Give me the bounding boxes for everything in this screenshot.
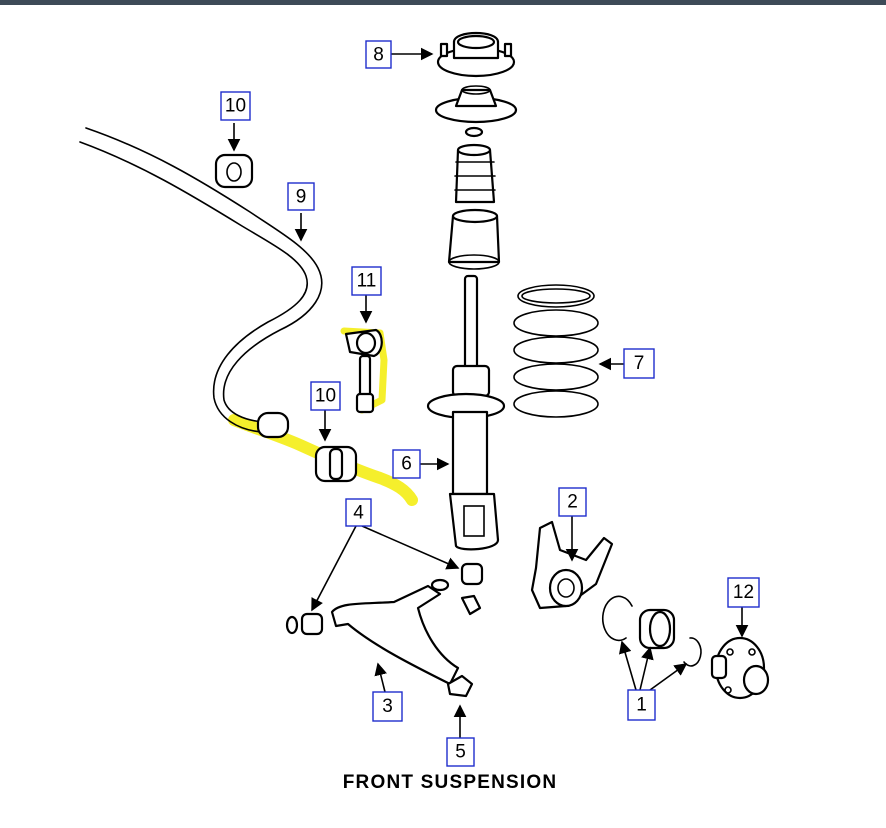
callout-4: 4	[345, 498, 372, 527]
wheel-hub	[710, 636, 770, 700]
callout-3: 3	[372, 691, 403, 722]
control-arm	[330, 578, 460, 686]
svg-text:3: 3	[382, 696, 393, 717]
svg-text:5: 5	[455, 742, 466, 763]
callout-2: 2	[558, 487, 587, 517]
ball-joint	[446, 674, 474, 698]
strut-assembly	[426, 274, 506, 551]
callout-12: 12	[727, 577, 760, 608]
callout-10-upper: 10	[220, 91, 251, 121]
spring-seat	[434, 85, 518, 124]
control-arm-bushings	[285, 562, 484, 636]
stabilizer-bar-end-bushing	[256, 411, 290, 439]
svg-text:7: 7	[634, 353, 645, 374]
svg-text:6: 6	[401, 454, 412, 475]
svg-text:2: 2	[567, 492, 578, 513]
callout-10-lower: 10	[310, 381, 341, 411]
callout-8: 8	[365, 40, 392, 69]
coil-spring	[513, 284, 599, 418]
svg-text:9: 9	[296, 187, 307, 208]
svg-text:10: 10	[225, 96, 246, 117]
stabilizer-bushing-upper	[214, 153, 254, 189]
svg-text:10: 10	[315, 386, 336, 407]
svg-text:4: 4	[353, 503, 364, 524]
callout-6: 6	[392, 449, 421, 479]
leader-lines	[227, 47, 749, 738]
callout-5: 5	[446, 737, 475, 767]
svg-text:11: 11	[357, 271, 377, 292]
callout-11: 11	[351, 266, 382, 296]
callout-1: 1	[627, 689, 656, 721]
diagram-title: FRONT SUSPENSION	[342, 772, 558, 793]
callout-9: 9	[287, 182, 315, 211]
strut-washer	[464, 126, 484, 138]
svg-text:12: 12	[733, 582, 754, 603]
window-top-border	[0, 0, 886, 5]
svg-text:8: 8	[373, 45, 384, 66]
bump-stop	[454, 143, 496, 204]
stabilizer-bar	[79, 127, 323, 439]
steering-knuckle	[530, 520, 614, 610]
callout-7: 7	[623, 348, 655, 379]
strut-mount	[436, 32, 516, 78]
svg-text:1: 1	[636, 695, 647, 716]
stabilizer-link	[344, 328, 383, 414]
wheel-bearing	[602, 595, 702, 667]
dust-boot	[447, 208, 501, 270]
stabilizer-bushing-lower	[314, 445, 358, 483]
